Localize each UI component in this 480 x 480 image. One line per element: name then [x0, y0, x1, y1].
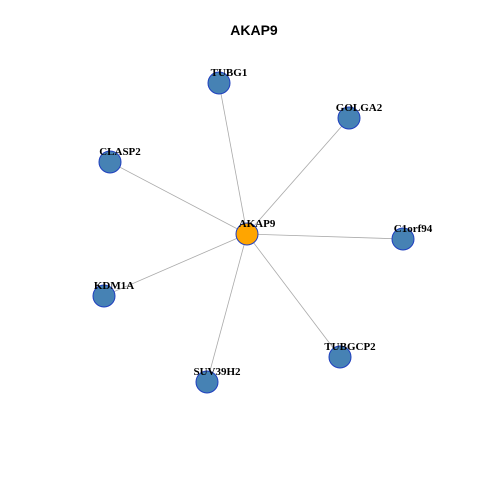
edge-akap9-golga2 [246, 117, 350, 235]
node-label: CLASP2 [99, 146, 141, 158]
node-tubgcp2[interactable]: TUBGCP2 [324, 341, 376, 369]
node-label: AKAP9 [239, 218, 276, 230]
node-circle[interactable] [195, 370, 219, 394]
edges-layer [103, 82, 404, 383]
node-akap9[interactable]: AKAP9 [235, 218, 276, 246]
node-clasp2[interactable]: CLASP2 [98, 146, 141, 174]
node-circle[interactable] [92, 284, 116, 308]
node-circle[interactable] [337, 106, 361, 130]
edge-akap9-suv39h2 [206, 233, 248, 383]
node-circle[interactable] [235, 222, 259, 246]
node-label: TUBGCP2 [324, 341, 376, 353]
node-circle[interactable] [207, 71, 231, 95]
edge-akap9-kdm1a [103, 233, 248, 297]
node-golga2[interactable]: GOLGA2 [336, 102, 383, 130]
node-circle[interactable] [391, 227, 415, 251]
edge-akap9-clasp2 [109, 161, 248, 235]
edge-akap9-tubg1 [218, 82, 248, 235]
edge-akap9-tubgcp2 [246, 233, 341, 358]
node-kdm1a[interactable]: KDM1A [92, 280, 134, 308]
node-label: TUBG1 [211, 67, 248, 79]
node-circle[interactable] [98, 150, 122, 174]
node-tubg1[interactable]: TUBG1 [207, 67, 248, 95]
graph-title: AKAP9 [230, 22, 278, 38]
node-label: KDM1A [94, 280, 134, 292]
edge-akap9-c1orf94 [246, 233, 404, 240]
node-suv39h2[interactable]: SUV39H2 [193, 366, 241, 394]
node-label: SUV39H2 [193, 366, 241, 378]
node-label: GOLGA2 [336, 102, 383, 114]
node-circle[interactable] [328, 345, 352, 369]
node-c1orf94[interactable]: C1orf94 [391, 223, 433, 251]
node-label: C1orf94 [394, 223, 433, 235]
